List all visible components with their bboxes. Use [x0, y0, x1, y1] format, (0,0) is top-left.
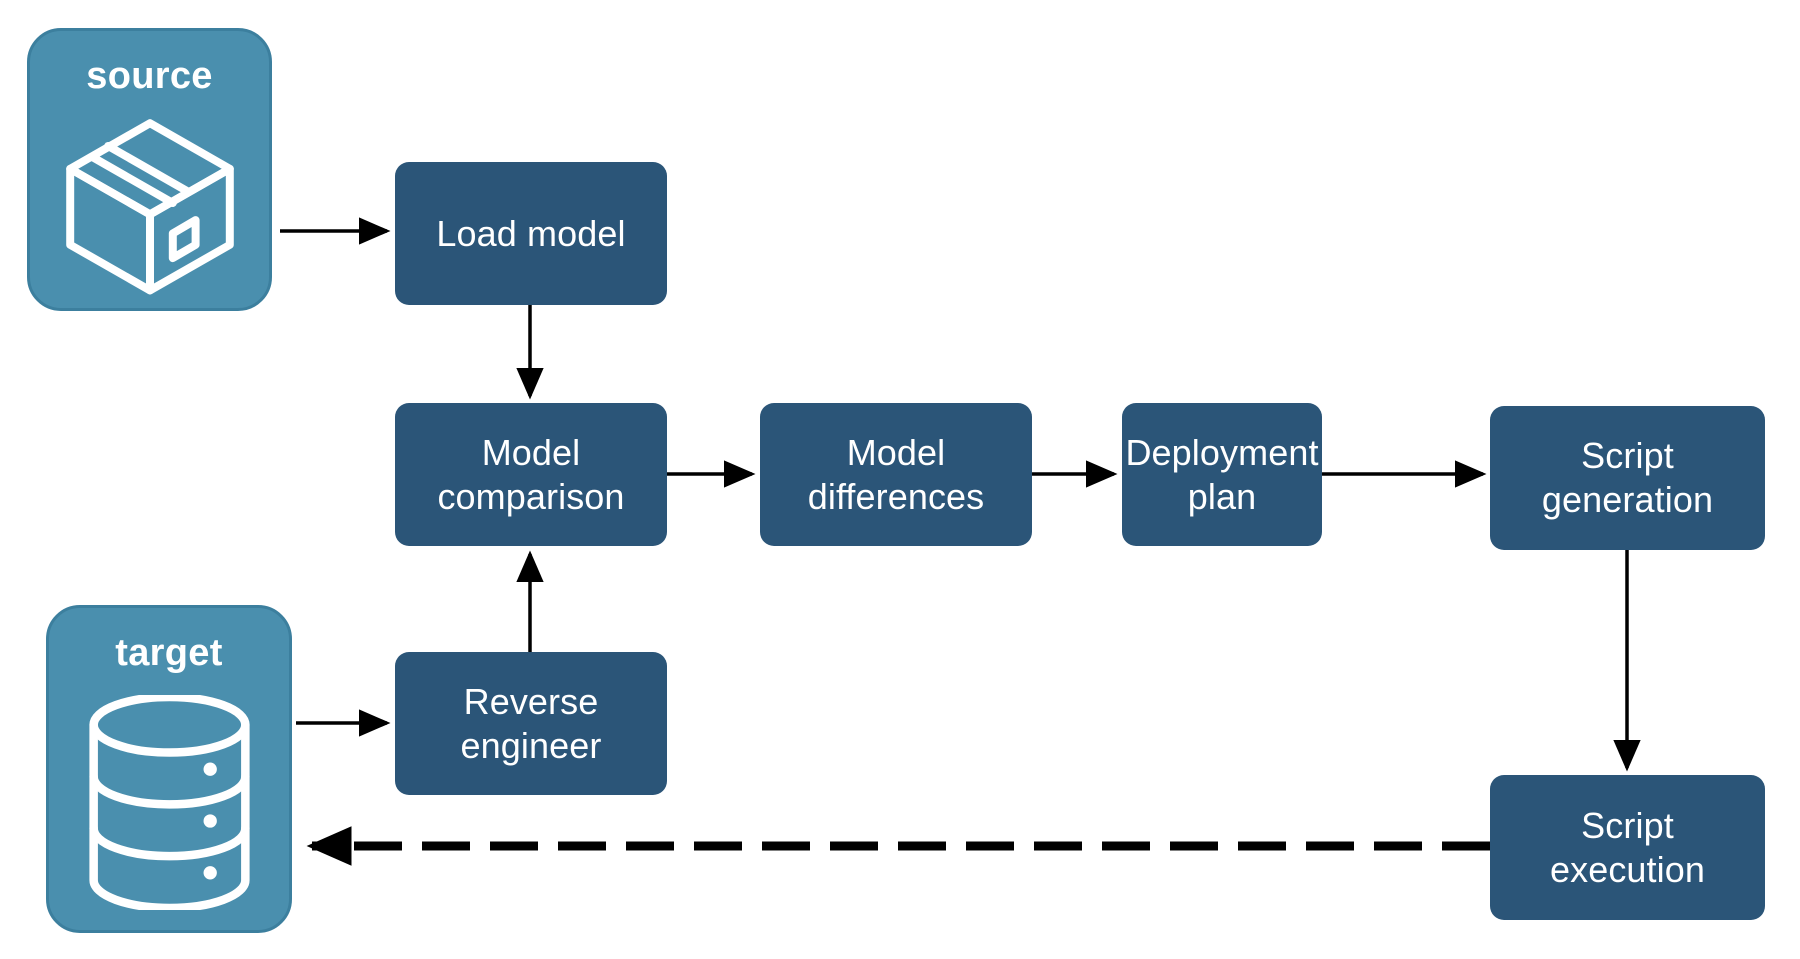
process-script-generation[interactable]: Script generation	[1490, 406, 1765, 550]
package-cube-icon	[30, 98, 269, 308]
process-model-differences-label: Model differences	[807, 431, 985, 517]
process-model-comparison-label: Model comparison	[437, 431, 625, 517]
process-load-model[interactable]: Load model	[395, 162, 667, 305]
database-cylinder-icon	[49, 675, 289, 930]
endpoint-source-label: source	[86, 55, 213, 97]
process-deployment-plan-label: Deployment plan	[1125, 431, 1319, 517]
process-model-differences[interactable]: Model differences	[760, 403, 1032, 546]
endpoint-target-label: target	[115, 632, 223, 674]
endpoint-source[interactable]: source	[27, 28, 272, 311]
process-model-comparison[interactable]: Model comparison	[395, 403, 667, 546]
process-script-generation-label: Script generation	[1541, 435, 1714, 520]
process-deployment-plan[interactable]: Deployment plan	[1122, 403, 1322, 546]
process-reverse-engineer-label: Reverse engineer	[460, 680, 602, 766]
process-load-model-label: Load model	[436, 212, 626, 254]
process-script-execution[interactable]: Script execution	[1490, 775, 1765, 920]
process-reverse-engineer[interactable]: Reverse engineer	[395, 652, 667, 795]
process-script-execution-label: Script execution	[1549, 804, 1705, 890]
endpoint-target[interactable]: target	[46, 605, 292, 933]
